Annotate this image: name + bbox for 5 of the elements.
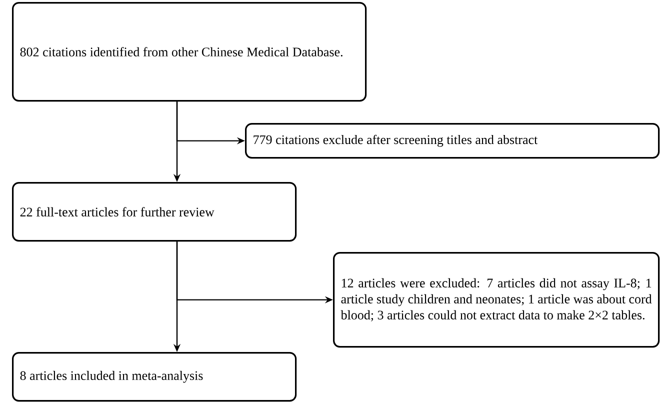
process-box: 12 articles were excluded: 7 articles did not assay IL-8; 1 article study children and neonates; 1 article was about cord blood; 3 articles could not extract data to make 2×2 tables. bbox=[333, 252, 660, 348]
process-box: 22 full-text articles for further review bbox=[12, 182, 297, 242]
process-box: 802 citations identified from other Chinese Medical Database. bbox=[12, 2, 367, 102]
process-box: 8 articles included in meta-analysis bbox=[12, 352, 297, 402]
process-box: 779 citations exclude after screening titles and abstract bbox=[245, 123, 660, 159]
